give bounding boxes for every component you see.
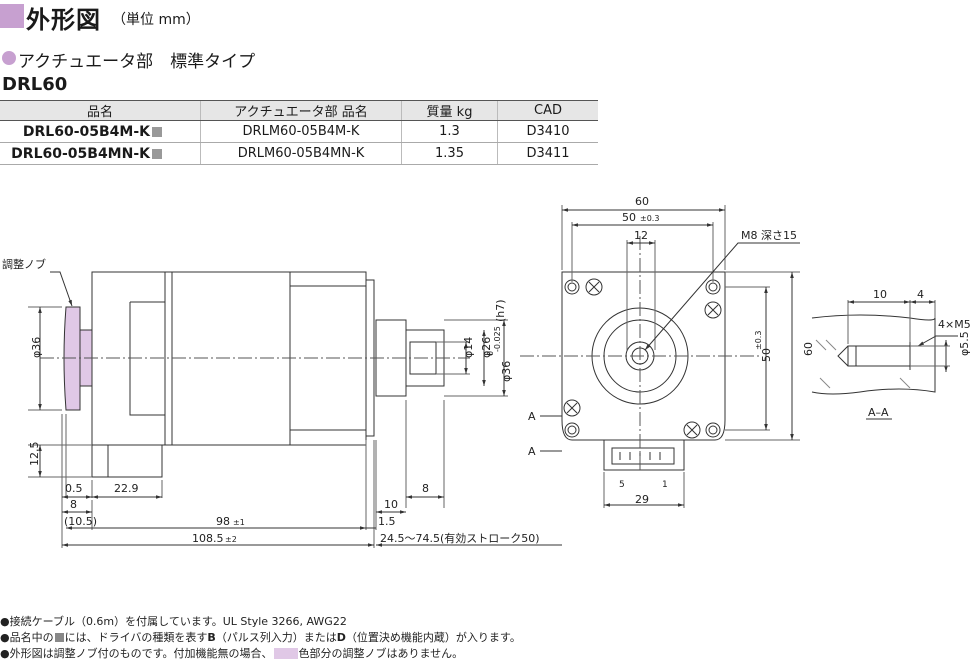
col-header-mass: 質量 kg (401, 100, 498, 121)
side-view (28, 271, 562, 548)
pin-1-label: 1 (662, 480, 668, 490)
dim-108-5: 108.5 (192, 532, 224, 545)
dim-50-side: 50 (760, 348, 773, 362)
cell-cad[interactable]: D3410 (497, 120, 598, 143)
dim-98-tol: ±1 (233, 518, 245, 527)
front-view-labels: 60 50 ±0.3 12 M8 深さ15 50 ±0.3 60 29 5 1 … (528, 195, 815, 506)
dim-10-5: (10.5) (64, 515, 97, 528)
product-name: DRL60-05B4M-K (22, 123, 150, 140)
front-view (520, 205, 800, 508)
section-dim-10: 10 (873, 288, 887, 301)
table-row: DRL60-05B4MN-K DRLM60-05B4MN-K 1.35 D341… (0, 142, 598, 165)
note-b: B (207, 631, 216, 644)
section-mark-a2: A (528, 445, 536, 458)
note-text: ●品名中の (0, 631, 54, 644)
section-view-labels: 10 4 4×M5 φ5.5 A–A (866, 288, 971, 420)
subheader-bullet (2, 51, 16, 65)
cell-product: DRL60-05B4MN-K (0, 142, 201, 165)
table-row: DRL60-05B4M-K DRLM60-05B4M-K 1.3 D3410 (0, 120, 598, 143)
table-header-row: 品名 アクチュエータ部 品名 質量 kg CAD (0, 100, 598, 121)
dim-50-top: 50 (622, 211, 636, 224)
spec-table: 品名 アクチュエータ部 品名 質量 kg CAD DRL60-05B4M-K D… (0, 100, 598, 165)
dim-phi14: φ14 (462, 337, 475, 358)
section-phi5-5: φ5.5 (958, 331, 971, 356)
col-header-actuator: アクチュエータ部 品名 (200, 100, 402, 121)
dim-8-right: 8 (422, 482, 429, 495)
dimension-drawing: 調整ノブ φ36 12.5 0.5 22.9 8 (10.5) 98 ±1 10… (2, 195, 971, 548)
dim-phi26: φ26 (480, 337, 493, 358)
knob-label: 調整ノブ (2, 257, 46, 271)
dim-1-5: 1.5 (378, 515, 396, 528)
dim-0-5: 0.5 (65, 482, 83, 495)
dim-phi36-tol: -0.025 (493, 326, 502, 352)
section-dim-4: 4 (917, 288, 924, 301)
dim-phi36-tol0: 0 (486, 351, 495, 356)
section-label: A–A (868, 406, 889, 419)
dim-phi36-left: φ36 (30, 337, 43, 358)
note-knob: ●外形図は調整ノブ付のものです。付加機能無の場合、 色部分の調整ノブはありません。 (0, 645, 463, 661)
dim-phi36-h7: φ36 (500, 361, 513, 382)
page-title: 外形図 (26, 6, 101, 34)
dim-29: 29 (635, 493, 649, 506)
note-text: には、ドライバの種類を表す (64, 631, 208, 644)
dim-50-side-tol: ±0.3 (754, 331, 763, 350)
dim-h7: (h7) (494, 299, 507, 322)
header-accent-square (0, 4, 24, 28)
product-name: DRL60-05B4MN-K (11, 145, 150, 162)
cell-actuator: DRLM60-05B4MN-K (200, 142, 402, 165)
section-tap: 4×M5 (938, 318, 971, 331)
cell-mass: 1.3 (401, 120, 498, 143)
unit-note: （単位 mm） (112, 12, 200, 28)
pink-swatch (273, 648, 298, 659)
note-text: （位置決め機能内蔵）が入ります。 (345, 631, 521, 644)
cell-actuator: DRLM60-05B4M-K (200, 120, 402, 143)
col-header-product: 品名 (0, 100, 201, 121)
subheader-title: アクチュエータ部 標準タイプ (18, 52, 256, 72)
cell-product: DRL60-05B4M-K (0, 120, 201, 143)
note-d: D (336, 631, 346, 644)
placeholder-square (54, 633, 64, 642)
dim-22-9: 22.9 (114, 482, 139, 495)
placeholder-square (152, 126, 162, 137)
note-text: 色部分の調整ノブはありません。 (298, 647, 464, 660)
section-mark-a1: A (528, 410, 536, 423)
dim-10: 10 (384, 498, 398, 511)
connector (603, 439, 685, 471)
dim-98: 98 (216, 515, 230, 528)
note-driver-type: ●品名中のには、ドライバの種類を表すB（パルス列入力）またはD（位置決め機能内蔵… (0, 629, 521, 645)
dim-60-top: 60 (635, 195, 649, 208)
dim-stroke: 24.5～74.5(有効ストローク50) (380, 531, 540, 545)
note-text: ●外形図は調整ノブ付のものです。付加機能無の場合、 (0, 647, 273, 660)
cell-cad[interactable]: D3411 (497, 142, 598, 165)
model-title: DRL60 (2, 74, 68, 95)
note-text: （パルス列入力）または (215, 631, 337, 644)
dim-60-side: 60 (802, 342, 815, 356)
note-cable: ●接続ケーブル（0.6m）を付属しています。UL Style 3266, AWG… (0, 615, 347, 628)
thread-spec: M8 深さ15 (741, 229, 797, 242)
dim-12-5: 12.5 (28, 442, 41, 467)
dim-12: 12 (634, 229, 648, 242)
pin-5-label: 5 (619, 480, 625, 490)
cell-mass: 1.35 (401, 142, 498, 165)
section-view (811, 300, 958, 395)
col-header-cad: CAD (497, 100, 598, 121)
dim-50-tol: ±0.3 (640, 214, 659, 223)
side-view-labels: 調整ノブ φ36 12.5 0.5 22.9 8 (10.5) 98 ±1 10… (2, 257, 540, 545)
dim-108-5-tol: ±2 (225, 535, 237, 544)
placeholder-square (152, 148, 162, 159)
connector-box (91, 444, 163, 478)
dim-8-left: 8 (70, 498, 77, 511)
